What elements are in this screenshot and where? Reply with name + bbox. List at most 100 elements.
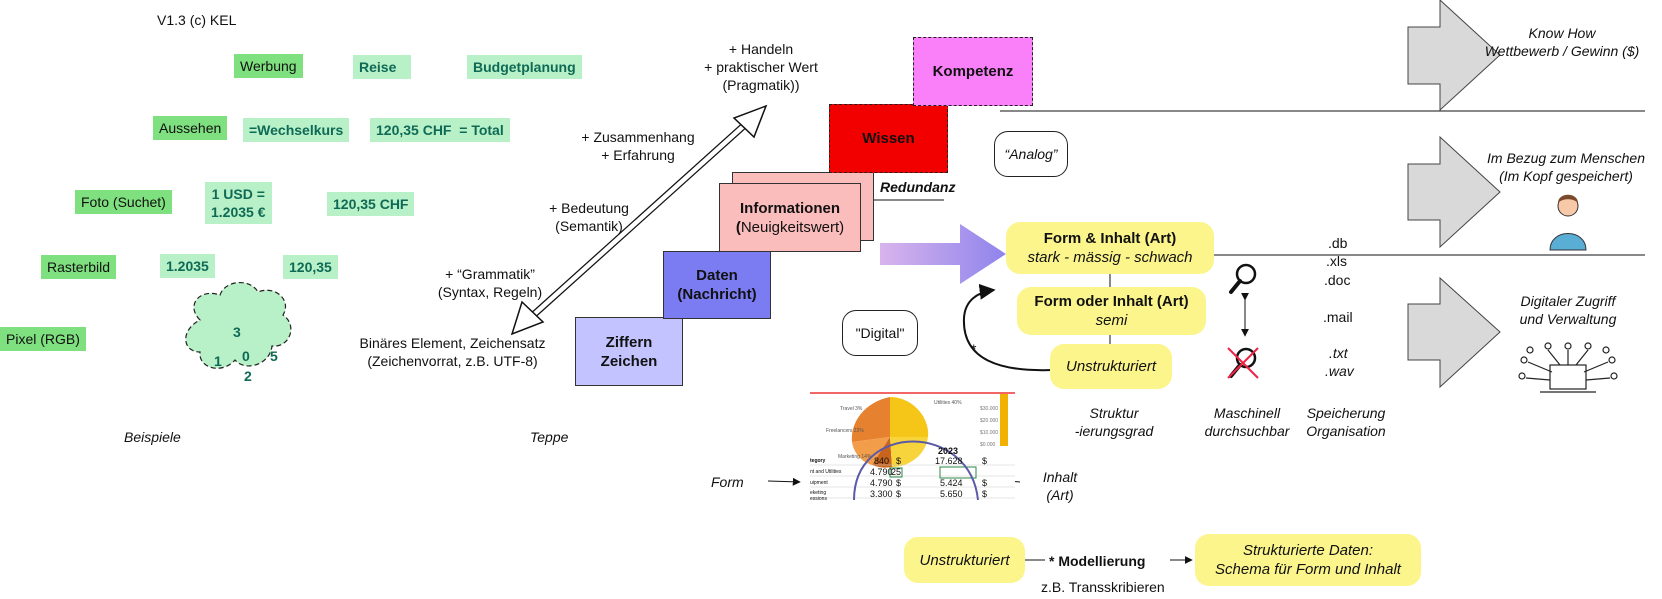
- handeln-line3: (Pragmatik)): [722, 77, 800, 93]
- unstrukturiert-box: Unstrukturiert: [1050, 344, 1172, 389]
- cloud-digit-1: 1: [214, 353, 222, 369]
- format-xls: .xls: [1326, 253, 1347, 269]
- mensch-line1: Im Bezug zum Menschen: [1487, 150, 1645, 166]
- magnifier-crossed-icon: [1227, 347, 1259, 379]
- step-ziffern-line2: Zeichen: [600, 352, 658, 370]
- knowhow-label: Know How Wettbewerb / Gewinn ($): [1462, 24, 1662, 60]
- col-speicherung-line2: Organisation: [1306, 423, 1386, 439]
- form-inhalt-sub: stark - mässig - schwach: [1027, 249, 1193, 266]
- step-kompetenz: Kompetenz: [913, 37, 1033, 106]
- grammatik-text: + “Grammatik” (Syntax, Regeln): [425, 265, 555, 301]
- col-struktur-line1: Struktur: [1089, 405, 1139, 421]
- sheet-row-label-4: essions: [810, 496, 827, 500]
- modeling-unstrukturiert-box: Unstrukturiert: [904, 537, 1025, 583]
- sheet-cell-4: 4.790: [870, 467, 893, 477]
- modeling-label: * Modellierung: [1049, 552, 1145, 570]
- sheet-cell-9: $: [982, 478, 988, 488]
- modeling-example: z.B. Transskribieren: [1041, 579, 1165, 595]
- zusammenhang-text: + Zusammenhang + Erfahrung: [573, 128, 703, 164]
- form-inhalt-title: Form & Inhalt (Art): [1043, 230, 1177, 247]
- result-line2: Schema für Form und Inhalt: [1215, 561, 1401, 578]
- sheet-cell-1: $: [896, 456, 902, 466]
- inhalt-label: Inhalt (Art): [1030, 468, 1090, 504]
- sheet-cell-5: 25: [891, 467, 902, 477]
- zusammenhang-line1: + Zusammenhang: [581, 129, 695, 145]
- sheet-cell-8: 5.424: [940, 478, 963, 488]
- step-wissen: Wissen: [829, 104, 948, 173]
- form-arrow: [767, 477, 801, 486]
- example-120-35: 120,35: [283, 255, 338, 279]
- step-daten-line1: Daten: [696, 267, 738, 284]
- sheet-pie-utilities: Utilities 40%: [934, 400, 962, 406]
- format-db: .db: [1328, 235, 1348, 251]
- curved-arrow: [962, 283, 1054, 372]
- spreadsheet-graphic: [810, 392, 1015, 500]
- cloud-digit-5: 5: [270, 348, 278, 364]
- cloud-digit-2: 2: [244, 368, 252, 384]
- sheet-cell-7: $: [896, 478, 902, 488]
- right-arrow-digital: [1407, 276, 1501, 389]
- col-struktur: Struktur -ierungsgrad: [1058, 404, 1170, 440]
- example-usd-line1: 1 USD =: [211, 186, 265, 202]
- handeln-line1: + Handeln: [728, 41, 794, 57]
- digital-line1: Digitaler Zugriff: [1520, 293, 1616, 309]
- binary-line2: (Zeichenvorrat, z.B. UTF-8): [367, 353, 538, 369]
- step-daten: Daten (Nachricht): [663, 251, 771, 319]
- step-info-paren: (: [735, 218, 741, 236]
- sheet-axis-2: $20.000: [980, 418, 999, 424]
- binary-line1: Binäres Element, Zeichensatz: [359, 335, 546, 351]
- cloud-digit-3: 3: [233, 324, 241, 340]
- col-speicherung: Speicherung Organisation: [1296, 404, 1396, 440]
- format-doc: .doc: [1324, 272, 1351, 288]
- example-reise: Reise: [353, 55, 411, 79]
- example-usd: 1 USD = 1.2035 €: [205, 182, 272, 224]
- result-line1: Strukturierte Daten:: [1242, 542, 1374, 559]
- example-wechselkurs: =Wechselkurs: [243, 118, 350, 142]
- person-icon: [1549, 194, 1587, 251]
- sheet-axis-3: $10.000: [980, 430, 999, 436]
- sheet-axis-1: $30.000: [980, 406, 999, 412]
- asterisk-label: *: [971, 341, 977, 357]
- redundanz-label: Redundanz: [880, 179, 956, 195]
- format-mail: .mail: [1323, 309, 1353, 325]
- knowhow-line1: Know How: [1528, 25, 1596, 41]
- sheet-cell-11: $: [896, 489, 902, 499]
- cloud-digit-0: 0: [242, 348, 250, 364]
- network-laptop-icon: [1518, 342, 1618, 393]
- gradient-arrow: [880, 224, 1006, 284]
- modeling-star: *: [1049, 553, 1059, 569]
- example-pixel: Pixel (RGB): [0, 327, 86, 351]
- example-werbung: Werbung: [234, 54, 303, 78]
- handeln-text: + Handeln + praktischer Wert (Pragmatik)…: [686, 40, 836, 94]
- sheet-year: 2023: [938, 446, 959, 456]
- bedeutung-text: + Bedeutung (Semantik): [534, 199, 644, 235]
- sheet-axis-4: $0.000: [980, 442, 996, 448]
- sheet-row-label-1: nt and Utilities: [810, 469, 842, 475]
- col-maschinell: Maschinell durchsuchbar: [1192, 404, 1302, 440]
- right-arrow-knowhow: [1407, 0, 1501, 112]
- format-wav: .wav: [1325, 363, 1354, 379]
- col-maschinell-line1: Maschinell: [1213, 405, 1281, 421]
- sheet-cell-13: $: [982, 489, 988, 499]
- sheet-cell-0: 840: [874, 456, 890, 466]
- digital-bubble: "Digital": [842, 310, 918, 356]
- form-label: Form: [711, 474, 744, 490]
- format-txt: .txt: [1329, 345, 1348, 361]
- sheet-pie-freelancers: Freelancers 22%: [826, 428, 864, 434]
- step-ziffern: Ziffern Zeichen: [575, 317, 683, 386]
- mensch-label: Im Bezug zum Menschen (Im Kopf gespeiche…: [1470, 149, 1662, 185]
- sheet-pie-travel: Travel 3%: [840, 406, 863, 412]
- magnifier-icon: [1229, 263, 1257, 294]
- beispiele-caption: Beispiele: [124, 429, 181, 445]
- step-daten-line2: (Nachricht): [677, 286, 757, 303]
- strukturierte-daten-box: Strukturierte Daten: Schema für Form und…: [1195, 534, 1421, 586]
- sheet-cell-6: 4.790: [870, 478, 893, 488]
- example-total: 120,35 CHF = Total: [370, 118, 510, 142]
- version-label: V1.3 (c) KEL: [157, 12, 237, 28]
- teppe-caption: Teppe: [530, 429, 569, 445]
- inhalt-line2: (Art): [1046, 487, 1074, 503]
- step-informationen: Informationen (Neuigkeitswert): [719, 183, 861, 252]
- bedeutung-line1: + Bedeutung: [549, 200, 629, 216]
- col-struktur-line2: -ierungsgrad: [1074, 423, 1154, 439]
- modeling-word: Modellierung: [1058, 553, 1146, 569]
